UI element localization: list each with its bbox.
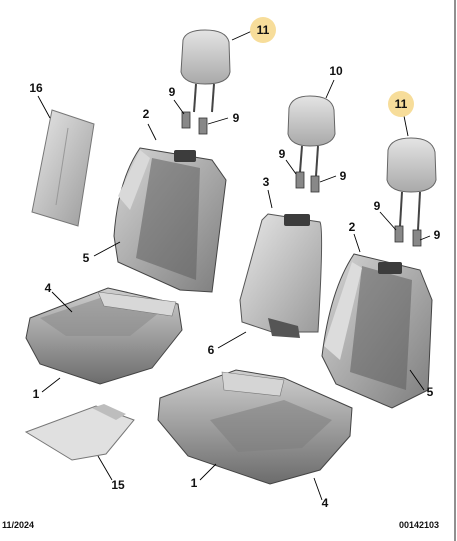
callout-10: 10 [329, 64, 343, 78]
callout-9-d: 9 [340, 169, 347, 183]
back-foam-pad [31, 109, 95, 227]
callout-9-b: 9 [233, 111, 240, 125]
callout-4-right: 4 [322, 496, 329, 510]
callout-1-right: 1 [191, 476, 198, 490]
callout-4-left: 4 [45, 281, 52, 295]
callout-15: 15 [111, 478, 125, 492]
callout-5-left: 5 [83, 251, 90, 265]
seat-back-left [113, 147, 227, 293]
footer-reference-number: 00142103 [399, 520, 440, 530]
callout-6: 6 [208, 343, 215, 357]
callout-11-right: 11 [395, 97, 408, 111]
headrest-right [386, 137, 437, 247]
callout-1-left: 1 [33, 387, 40, 401]
headrest-center [287, 95, 336, 193]
seat-back-right [321, 253, 433, 409]
callout-9-e: 9 [374, 199, 381, 213]
floor-mat [24, 404, 135, 461]
callout-16: 16 [29, 81, 43, 95]
seat-cushion-left [25, 287, 183, 385]
callout-highlight-11-top [250, 17, 276, 43]
callout-9-c: 9 [279, 147, 286, 161]
center-armrest [239, 213, 323, 338]
callout-3: 3 [263, 175, 270, 189]
footer-date: 11/2024 [2, 520, 35, 530]
callout-9-f: 9 [434, 228, 441, 242]
headrest-guides-left [181, 111, 208, 135]
callout-2-left: 2 [143, 107, 150, 121]
leader-lines [37, 30, 431, 501]
callout-2-right: 2 [349, 220, 356, 234]
callout-highlight-11-right [388, 91, 414, 117]
callout-11-top: 11 [257, 23, 270, 37]
callout-5-right: 5 [427, 385, 434, 399]
headrest-left [180, 29, 231, 113]
callout-9-a: 9 [169, 85, 176, 99]
seat-cushion-right [157, 369, 353, 485]
